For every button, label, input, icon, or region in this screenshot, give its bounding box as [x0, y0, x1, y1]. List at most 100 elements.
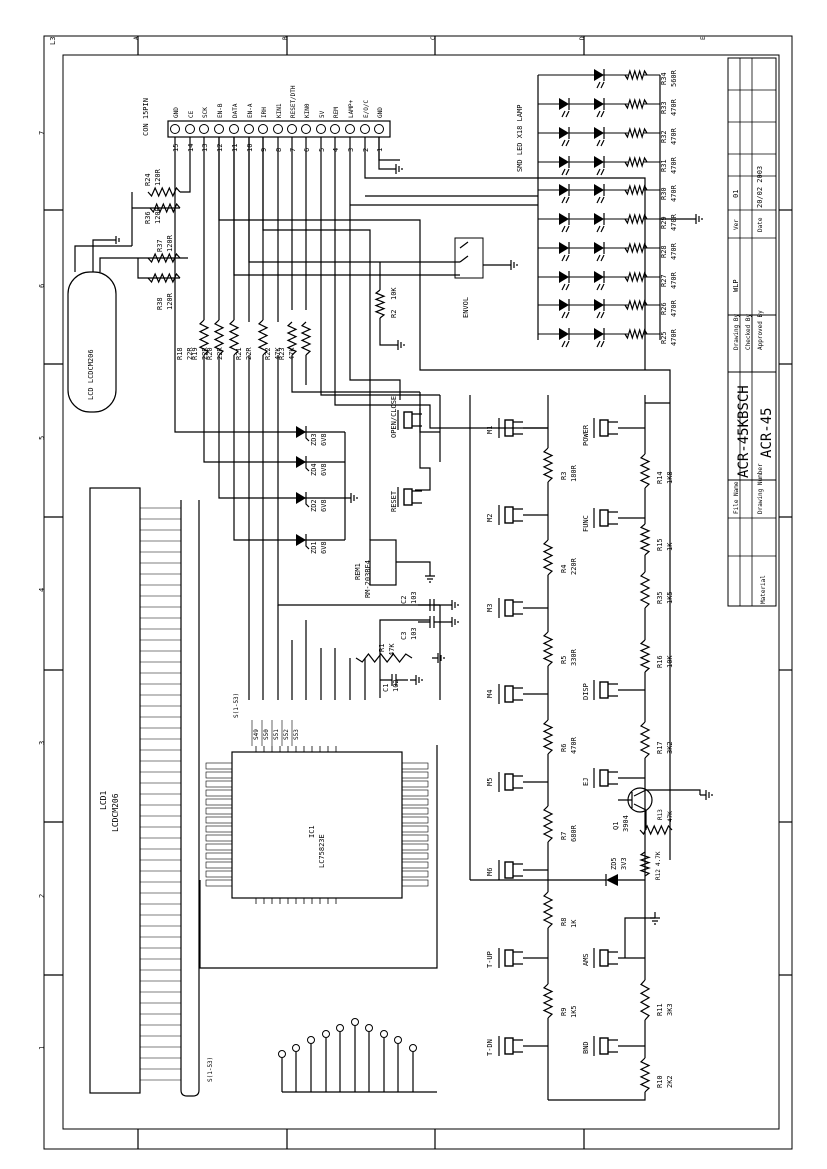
zener-value: 6V8: [320, 541, 328, 554]
button-m2-label: M2: [486, 514, 494, 522]
capacitor-ref: C3: [400, 632, 408, 640]
border-mark-top: D: [579, 36, 586, 40]
led-icon: [594, 98, 604, 110]
ladder-resistor-right: [639, 571, 651, 609]
led-resistor: [624, 212, 648, 226]
ladder-resistor-left: [542, 631, 554, 667]
transistor-value: 3904: [622, 815, 630, 832]
button-m3-label: M3: [486, 604, 494, 612]
led-icon: [559, 328, 569, 340]
pullup-resistor-ref: R19: [191, 347, 199, 360]
ground-icon: [392, 340, 405, 350]
led-icon: [594, 156, 604, 168]
pullup-resistor-value: 47K: [288, 347, 296, 360]
led-resistor-value: 470R: [670, 328, 678, 346]
led-icon: [559, 299, 569, 311]
envol-label: ENVOL: [462, 297, 470, 318]
led-resistor-ref: R29: [660, 216, 668, 229]
led-resistor-ref: R34: [660, 72, 668, 85]
ic-s-pin-label: S53: [293, 729, 300, 740]
pullup-resistor-value: 22R: [216, 347, 224, 360]
led-resistor-value: 560R: [670, 69, 678, 87]
material-label: Material: [760, 575, 767, 604]
ladder-resistor-left: [542, 447, 554, 483]
date-value: 20/02 2003: [756, 166, 764, 208]
ladder-left-value: 680R: [570, 824, 578, 842]
capacitor-ref: C2: [400, 596, 408, 604]
ladder-left-ref: R5: [560, 656, 568, 664]
ladder-right-ref: R15: [656, 538, 664, 551]
border-mark-left: 4: [38, 588, 46, 592]
approved-by-label: Approved By: [757, 310, 764, 350]
led-resistor-ref: R27: [660, 274, 668, 287]
connector-signal-label: GND: [377, 107, 384, 118]
remote-receiver: [369, 539, 397, 586]
button-m5: [498, 772, 523, 792]
ladder-resistor-left: [542, 891, 554, 929]
resistor-r38-ref: R38: [156, 297, 164, 310]
connector-pin-number: 8: [275, 148, 283, 152]
led-icon: [559, 213, 569, 225]
connector-signal-label: SCK: [202, 107, 209, 118]
button-open-close: [397, 410, 422, 430]
title-block: Drawing By Checked By Approved By WLP Ve…: [727, 57, 777, 607]
checked-by-label: Checked By: [745, 313, 752, 350]
ladder-left-value: 1K: [570, 919, 578, 928]
led-icon: [594, 69, 604, 81]
pullup-resistor-value: 22R: [245, 347, 253, 360]
test-point-icon: [365, 1024, 373, 1032]
capacitor-c2: [418, 599, 446, 611]
led-resistor-ref: R30: [660, 187, 668, 200]
led-icon: [559, 156, 569, 168]
connector-signal-label: 5V: [319, 110, 326, 118]
zener-zd5-value: 3V3: [620, 857, 628, 870]
ladder-left-ref: R6: [560, 744, 568, 752]
button-open-close-label: OPEN/CLOSE: [390, 396, 398, 438]
led-resistor-ref: R33: [660, 101, 668, 114]
connector-pin-number: 2: [362, 148, 370, 152]
test-point-icon: [292, 1044, 300, 1052]
capacitor-c1: [380, 674, 408, 686]
test-point-icon: [394, 1036, 402, 1044]
ladder-right-value: 3K3: [666, 1003, 674, 1016]
connector-signal-label: REM: [333, 107, 340, 118]
zener-ref: ZD2: [310, 499, 318, 512]
zener-icon: [296, 492, 306, 504]
ic-ref: IC1: [308, 825, 316, 838]
button-bnd: [593, 1036, 618, 1056]
drawn-by-label: Drawing By: [733, 313, 740, 350]
ladder-left-ref: R4: [560, 565, 568, 573]
led-resistor-ref: R25: [660, 331, 668, 344]
resistor-r1-value: 47K: [388, 643, 396, 656]
connector-pin: [316, 124, 326, 134]
test-point-icon: [307, 1036, 315, 1044]
ladder-right-value: 1K: [666, 542, 674, 551]
led-resistor-value: 470R: [670, 98, 678, 116]
connector-signal-label: IRH: [261, 107, 268, 118]
button-func: [593, 508, 618, 528]
ladder-left-value: 470R: [570, 736, 578, 754]
pullup-resistor-ref: R20: [206, 347, 214, 360]
led-resistor-value: 470R: [670, 271, 678, 289]
button-m6-label: M6: [486, 868, 494, 876]
button-power-label: POWER: [582, 424, 590, 446]
ground-icon: [410, 675, 423, 685]
ladder-right-ref: R35: [656, 591, 664, 604]
test-point-icon: [322, 1030, 330, 1038]
resistor-r13-value: 47K: [667, 811, 674, 822]
border-mark-top: A: [133, 36, 140, 40]
pullup-resistor: [198, 319, 210, 356]
led-icon: [594, 271, 604, 283]
zener-ref: ZD1: [310, 541, 318, 554]
button-m1-label: M1: [486, 426, 494, 434]
envol-switch: [454, 237, 484, 279]
pullup-resistor-ref: R21: [235, 347, 243, 360]
ic-part: LC75823E: [318, 834, 326, 868]
connector-pin-number: 1: [376, 148, 384, 152]
ladder-right-value: 1K5: [666, 591, 674, 604]
ladder-left-ref: R9: [560, 1008, 568, 1016]
connector-pin: [229, 124, 239, 134]
ladder-left-value: 1K5: [570, 1005, 578, 1018]
ic-s-pin-label: S51: [273, 729, 280, 740]
